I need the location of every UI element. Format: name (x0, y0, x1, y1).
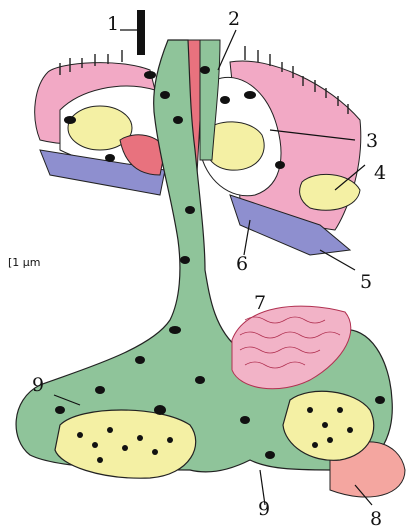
label-1: 1 (107, 15, 119, 34)
label-9-bottom: 9 (258, 500, 270, 519)
scale-bar: [1 µm (8, 256, 41, 269)
label-9-left: 9 (32, 376, 44, 395)
nucleus-bottom-left (55, 410, 196, 478)
label-2: 2 (228, 10, 240, 29)
label-6: 6 (236, 255, 248, 274)
label-5: 5 (360, 273, 372, 292)
label-7: 7 (254, 294, 266, 313)
cilium-marker (137, 10, 145, 55)
label-3: 3 (366, 132, 378, 151)
label-4: 4 (374, 164, 386, 183)
scale-bar-label: 1 µm (12, 256, 40, 269)
label-8: 8 (370, 510, 382, 529)
